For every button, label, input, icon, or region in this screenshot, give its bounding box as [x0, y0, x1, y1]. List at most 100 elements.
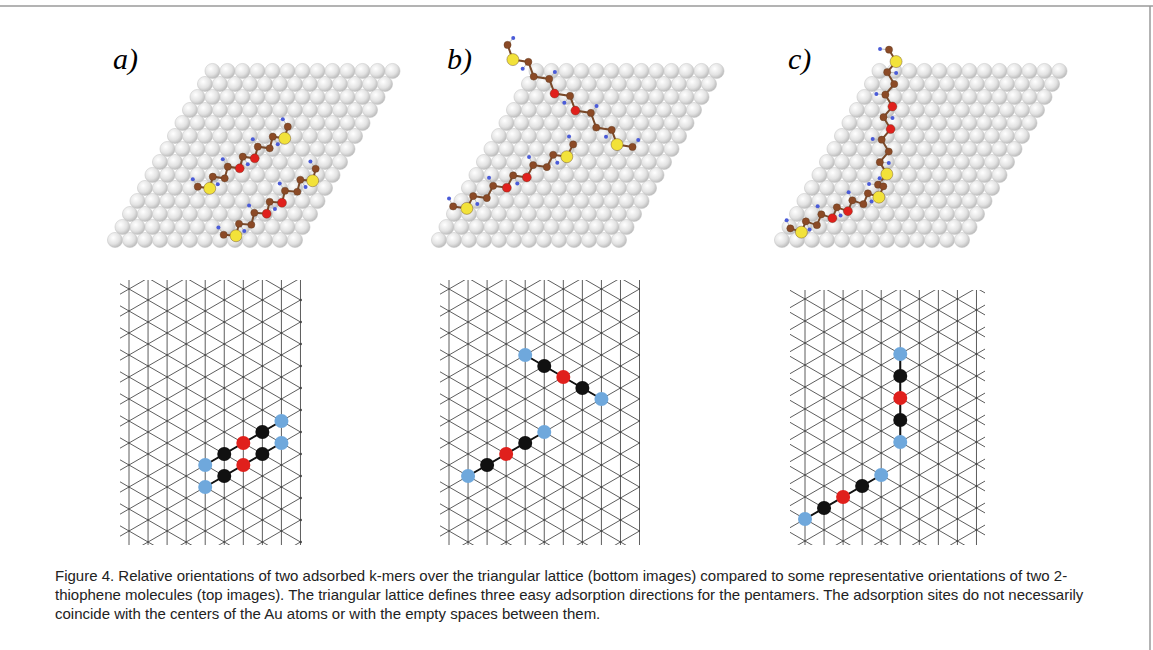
lattice-line: [120, 426, 302, 545]
au-atom: [924, 76, 939, 91]
lattice-line: [129, 280, 130, 545]
carbon-atom: [566, 92, 573, 99]
au-atom: [671, 128, 686, 143]
au-atom: [506, 154, 521, 169]
au-atom: [332, 154, 347, 169]
oxygen-atom: [550, 89, 559, 98]
au-atom: [857, 115, 872, 130]
au-atom: [242, 232, 257, 247]
sulfur-atom: [890, 56, 902, 68]
lattice-line: [120, 496, 302, 545]
au-atom: [227, 102, 242, 117]
au-atom: [924, 232, 939, 247]
kmer-unit: [236, 436, 250, 450]
au-atom: [634, 193, 649, 208]
au-atom: [310, 193, 325, 208]
panel-label: a): [113, 44, 138, 74]
au-atom: [280, 167, 295, 182]
carbon-atom: [550, 151, 557, 158]
au-atom: [302, 102, 317, 117]
au-atom: [589, 219, 604, 234]
au-atom: [205, 141, 220, 156]
au-atom: [340, 141, 355, 156]
lattice-line: [790, 367, 985, 514]
au-atom: [962, 193, 977, 208]
au-atom: [664, 115, 679, 130]
au-atom: [1014, 102, 1029, 117]
au-atom: [849, 180, 864, 195]
lattice-line: [790, 290, 985, 385]
hydrogen-atom: [281, 117, 285, 121]
au-atom: [325, 167, 340, 182]
au-atom: [370, 89, 385, 104]
au-atom: [317, 76, 332, 91]
lattice-line: [120, 518, 302, 545]
au-atom: [484, 167, 499, 182]
carbon-atom: [525, 58, 532, 65]
au-atom: [536, 180, 551, 195]
au-atom: [611, 154, 626, 169]
au-atom: [887, 219, 902, 234]
carbon-atom: [546, 75, 553, 82]
au-atom: [649, 167, 664, 182]
au-atom: [969, 102, 984, 117]
kmer-unit: [518, 348, 532, 362]
au-atom: [992, 63, 1007, 78]
au-atom: [574, 89, 589, 104]
au-atom: [317, 154, 332, 169]
carbon-atom: [470, 193, 477, 200]
au-atom: [499, 219, 514, 234]
lattice-line: [440, 310, 640, 460]
lattice-line: [440, 280, 640, 422]
au-atom: [879, 206, 894, 221]
au-atom: [842, 115, 857, 130]
au-atom: [611, 232, 626, 247]
au-atom: [1052, 63, 1067, 78]
au-atom: [280, 219, 295, 234]
au-atom: [909, 180, 924, 195]
frame-line: [1149, 6, 1151, 650]
au-atom: [287, 232, 302, 247]
au-atom: [227, 180, 242, 195]
au-atom: [152, 154, 167, 169]
au-atom: [529, 141, 544, 156]
carbon-atom: [587, 109, 594, 116]
au-atom: [849, 102, 864, 117]
sulfur-atom: [204, 182, 216, 194]
kmer-bond: [205, 421, 281, 465]
au-atom: [506, 102, 521, 117]
hydrogen-atom: [604, 135, 608, 139]
au-atom: [686, 76, 701, 91]
au-atom: [984, 154, 999, 169]
au-atom: [947, 193, 962, 208]
au-atom: [977, 193, 992, 208]
au-atom: [574, 219, 589, 234]
kmer-bond: [525, 355, 601, 399]
sulfur-atom: [307, 175, 319, 187]
au-atom: [514, 115, 529, 130]
lattice-lines: [120, 280, 302, 545]
au-atom: [145, 167, 160, 182]
au-atom: [619, 115, 634, 130]
au-atom: [265, 115, 280, 130]
lattice-line: [790, 290, 985, 407]
au-atom: [962, 63, 977, 78]
kmer-unit: [274, 436, 288, 450]
hydrogen-atom: [191, 177, 195, 181]
carbon-atom: [876, 159, 883, 166]
hydrogen-atom: [487, 176, 491, 180]
hydrogen-atom: [847, 190, 851, 194]
au-atom: [491, 232, 506, 247]
panel-label: c): [788, 44, 811, 74]
kmer-unit: [499, 447, 513, 461]
au-atom: [347, 76, 362, 91]
au-atom: [265, 63, 280, 78]
lattice-line: [224, 280, 225, 545]
kmer-unit: [198, 480, 212, 494]
kmer-unit: [480, 458, 494, 472]
au-atom: [581, 154, 596, 169]
thiophene-molecules: [191, 36, 902, 242]
hydrogen-atom: [816, 204, 820, 208]
lattice-line: [805, 290, 806, 545]
au-atom: [544, 219, 559, 234]
